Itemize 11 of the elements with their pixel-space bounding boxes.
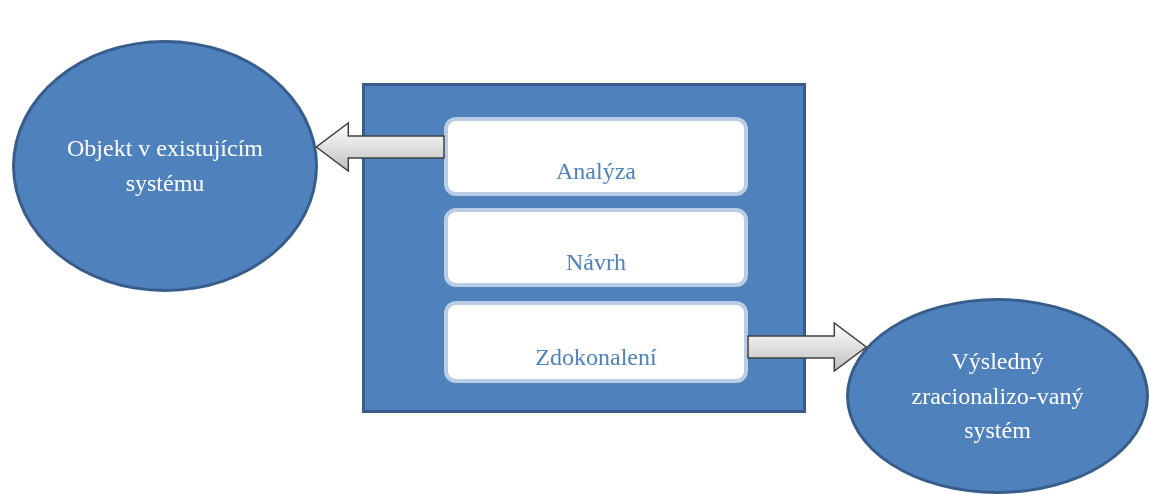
process-box [444,301,748,383]
node-label: Analýza [556,158,636,185]
node-label: Objekt v existujícím systému [66,134,264,198]
node-label: Zdokonalení [535,343,657,371]
process-box [444,208,748,287]
block-arrow [747,321,868,373]
process-box [444,117,748,196]
block-arrow [315,121,445,173]
node-label: Návrh [566,249,626,276]
node-label: Výsledný zracionalizo-vaný systém [910,346,1085,446]
panel-box [362,83,806,413]
